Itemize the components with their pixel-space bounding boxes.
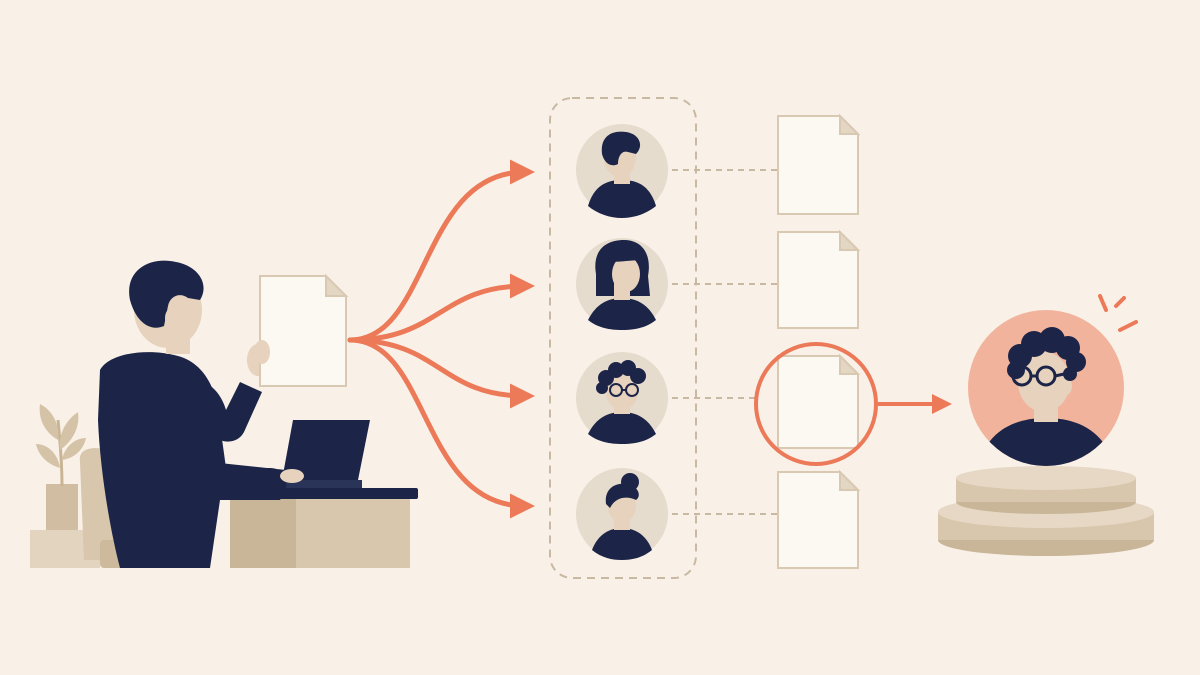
candidate-avatar-4 xyxy=(576,468,668,560)
arrow-to-candidate-3 xyxy=(347,337,535,409)
podium xyxy=(938,466,1154,556)
candidate-group-frame xyxy=(549,97,697,579)
candidate-avatar-3 xyxy=(576,352,668,444)
arrow-to-candidate-1 xyxy=(347,159,535,343)
emphasis-lines-icon xyxy=(1098,294,1138,332)
selection-highlight-ring xyxy=(754,342,878,466)
sender-scene xyxy=(30,260,418,568)
document-icon-2 xyxy=(777,229,861,329)
document-icon-4 xyxy=(777,469,861,569)
candidate-avatar-2 xyxy=(576,238,668,330)
winner-avatar xyxy=(968,310,1124,466)
document-icon-1 xyxy=(777,113,861,215)
candidate-avatar-1 xyxy=(576,124,668,218)
plant-icon xyxy=(36,404,86,532)
distribution-arrows xyxy=(347,159,535,519)
arrow-to-candidate-2 xyxy=(347,273,535,343)
arrow-to-candidate-4 xyxy=(347,337,535,519)
held-document-icon xyxy=(259,273,349,387)
document-icon-3 xyxy=(777,353,861,449)
sender-person xyxy=(98,260,304,568)
candidate-document-connectors xyxy=(672,169,778,515)
